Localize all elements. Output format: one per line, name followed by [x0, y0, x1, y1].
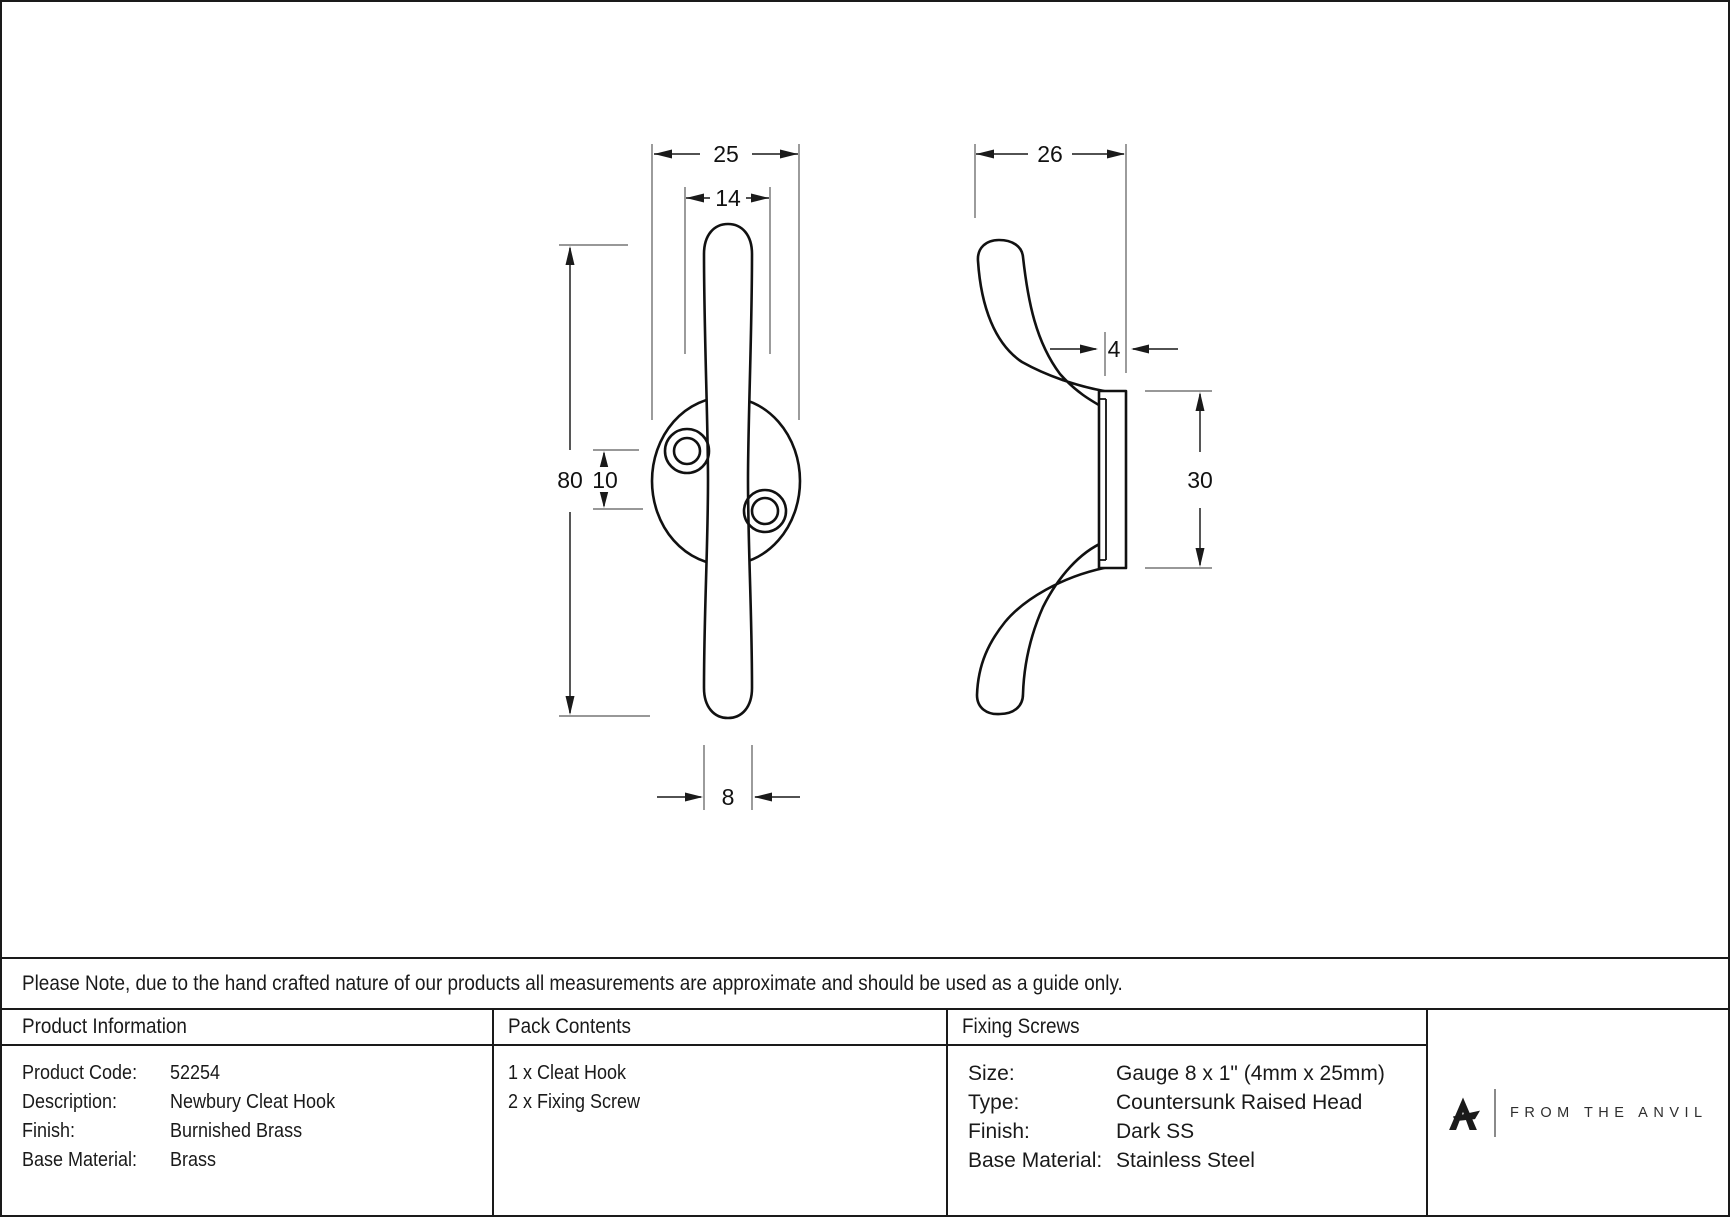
row-value: Brass: [170, 1149, 217, 1171]
dim-plate-thickness: 4: [1050, 332, 1178, 376]
row-label: Finish:: [968, 1119, 1030, 1143]
dim-label-30: 30: [1187, 467, 1213, 493]
row-label: Size:: [968, 1061, 1015, 1085]
table-row: Description: Newbury Cleat Hook: [22, 1088, 492, 1117]
table-divider: [492, 1010, 494, 1215]
pack-contents-header: Pack Contents: [494, 1010, 946, 1044]
pack-item: 2 x Fixing Screw: [508, 1091, 641, 1113]
dim-plate-height: 30: [1145, 390, 1213, 569]
dim-plate-width: 25: [651, 141, 800, 420]
side-bottom-horn: [975, 540, 1106, 716]
row-value: Burnished Brass: [170, 1120, 303, 1142]
fixing-screws-cell: Fixing Screws Size: Gauge 8 x 1" (4mm x …: [948, 1010, 1426, 1215]
table-row: Size: Gauge 8 x 1" (4mm x 25mm): [968, 1059, 1426, 1088]
dim-height: 80: [557, 244, 650, 717]
dim-label-14: 14: [715, 185, 741, 211]
row-value: Newbury Cleat Hook: [170, 1091, 336, 1113]
header-label: Fixing Screws: [962, 1015, 1080, 1038]
row-label: Base Material:: [968, 1148, 1103, 1172]
row-value: Dark SS: [1116, 1119, 1195, 1143]
dim-label-8: 8: [722, 784, 735, 810]
dim-label-26: 26: [1037, 141, 1063, 167]
brand-cell: FROM THE ANVIL: [1428, 1010, 1728, 1215]
row-label: Base Material:: [22, 1149, 138, 1171]
table-row: Product Code: 52254: [22, 1059, 492, 1088]
screw-hole-upper: [663, 427, 711, 475]
table-row: Finish: Burnished Brass: [22, 1117, 492, 1146]
header-label: Product Information: [22, 1015, 187, 1038]
dim-label-4: 4: [1108, 336, 1121, 362]
product-information-body: Product Code: 52254 Description: Newbury…: [2, 1046, 492, 1175]
row-value: Stainless Steel: [1116, 1148, 1255, 1172]
row-label: Type:: [968, 1090, 1020, 1114]
front-cleat-bar: [702, 222, 754, 720]
list-item: 1 x Cleat Hook: [508, 1059, 946, 1088]
anvil-logo-icon: [1449, 1097, 1480, 1130]
pack-item: 1 x Cleat Hook: [508, 1062, 627, 1084]
table-row: Finish: Dark SS: [968, 1117, 1426, 1146]
side-plate-flange: [1099, 398, 1107, 561]
row-label: Description:: [22, 1091, 118, 1113]
side-top-horn: [976, 238, 1106, 410]
side-wall-plate: [1097, 389, 1128, 570]
product-information-header: Product Information: [2, 1010, 492, 1044]
pack-contents-cell: Pack Contents 1 x Cleat Hook 2 x Fixing …: [494, 1010, 946, 1215]
info-table: Product Information Product Code: 52254 …: [2, 1010, 1728, 1215]
fixing-screws-body: Size: Gauge 8 x 1" (4mm x 25mm) Type: Co…: [948, 1046, 1426, 1175]
table-row: Base Material: Stainless Steel: [968, 1146, 1426, 1175]
row-value: 52254: [170, 1062, 221, 1084]
row-label: Product Code:: [22, 1062, 138, 1084]
note-bar: Please Note, due to the hand crafted nat…: [2, 957, 1728, 1010]
note-text: Please Note, due to the hand crafted nat…: [22, 971, 1123, 995]
technical-drawing: 25 14 80: [557, 141, 1213, 810]
brand-name: FROM THE ANVIL: [1510, 1104, 1708, 1121]
dim-label-80: 80: [557, 467, 583, 493]
table-header-rule: [2, 1044, 1426, 1046]
dim-label-10: 10: [592, 467, 618, 493]
list-item: 2 x Fixing Screw: [508, 1088, 946, 1117]
front-view: 25 14 80: [557, 141, 802, 810]
row-value: Countersunk Raised Head: [1116, 1090, 1363, 1114]
header-label: Pack Contents: [508, 1015, 631, 1038]
row-label: Finish:: [22, 1120, 76, 1142]
pack-contents-body: 1 x Cleat Hook 2 x Fixing Screw: [494, 1046, 946, 1117]
side-view: 26 4 30: [974, 141, 1213, 716]
table-row: Type: Countersunk Raised Head: [968, 1088, 1426, 1117]
fixing-screws-header: Fixing Screws: [948, 1010, 1426, 1044]
logo-divider: [1494, 1088, 1496, 1137]
product-information-cell: Product Information Product Code: 52254 …: [2, 1010, 492, 1215]
table-row: Base Material: Brass: [22, 1146, 492, 1175]
dim-hole-spacing: 10: [592, 449, 643, 510]
row-value: Gauge 8 x 1" (4mm x 25mm): [1116, 1061, 1385, 1085]
table-divider: [1426, 1010, 1428, 1215]
table-divider: [946, 1010, 948, 1215]
screw-hole-lower: [742, 488, 788, 534]
dim-label-25: 25: [713, 141, 739, 167]
dim-depth: 26: [974, 141, 1127, 373]
dim-top-width: 14: [684, 185, 771, 354]
dim-tip-width: 8: [657, 745, 800, 810]
